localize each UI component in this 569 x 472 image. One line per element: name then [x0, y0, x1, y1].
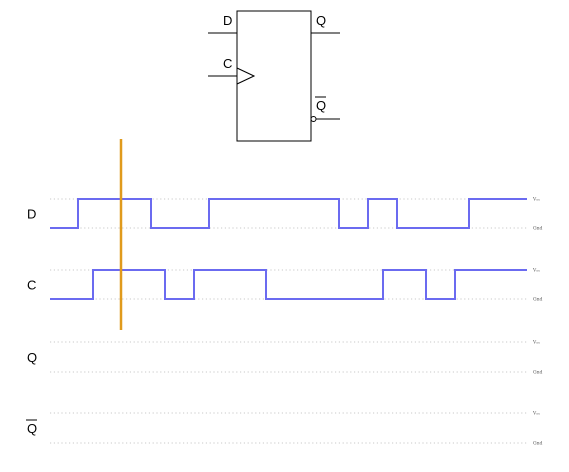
vcc-rail-label: Vₓₓ — [532, 411, 540, 417]
vcc-rail-label: Vₓₓ — [532, 197, 540, 203]
flip-flop-body — [236, 10, 312, 142]
inversion-bubble-icon — [310, 116, 317, 122]
pin-label-c: C — [223, 56, 232, 71]
gnd-rail-label: Gnd — [533, 370, 542, 376]
d-flip-flop-symbol: D C Q Q — [208, 10, 340, 142]
pin-label-q: Q — [316, 13, 326, 28]
signal-label: Q — [27, 350, 37, 365]
signal-label: D — [27, 207, 36, 222]
signal-label: Q — [27, 421, 37, 436]
vcc-rail-label: Vₓₓ — [532, 340, 540, 346]
gnd-rail-label: Gnd — [533, 226, 542, 232]
clock-triangle-icon — [236, 67, 256, 85]
pin-label-qbar: Q — [316, 98, 326, 113]
gnd-rail-label: Gnd — [533, 441, 542, 447]
vcc-rail-label: Vₓₓ — [532, 268, 540, 274]
waveform-c — [50, 269, 527, 300]
gnd-rail-label: Gnd — [533, 297, 542, 303]
waveform-d — [50, 198, 527, 229]
pin-label-d: D — [223, 13, 232, 28]
signal-label: C — [27, 278, 36, 293]
